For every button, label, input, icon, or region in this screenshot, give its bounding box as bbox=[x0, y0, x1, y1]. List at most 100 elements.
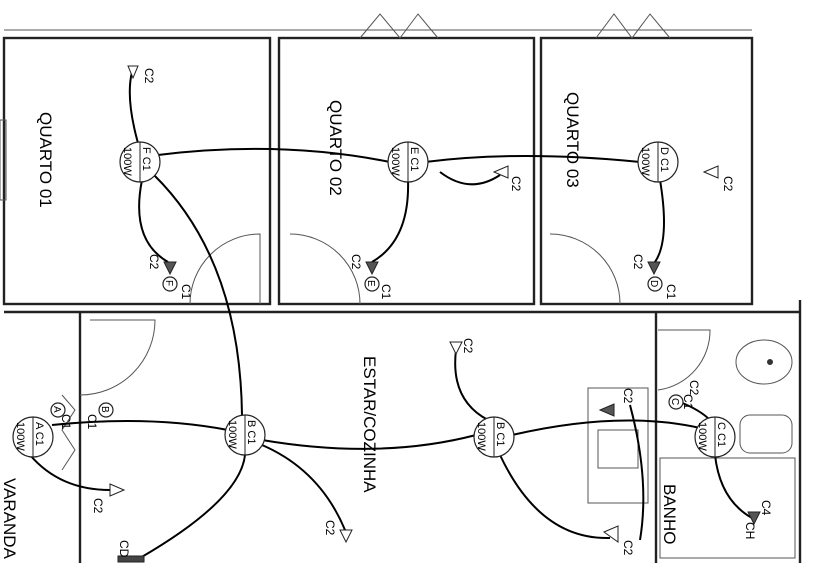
wire bbox=[29, 454, 111, 491]
door-banho bbox=[657, 329, 711, 391]
wire bbox=[261, 434, 477, 450]
outlet-marker bbox=[109, 483, 126, 497]
room-label-banho: BANHO bbox=[660, 484, 679, 544]
circuit-label: C2 bbox=[91, 498, 105, 514]
lamp-power: 100W bbox=[696, 422, 708, 451]
wire bbox=[439, 171, 501, 186]
lamp-e: E C1 100W bbox=[387, 141, 429, 183]
wall-quarto-02 bbox=[277, 36, 536, 306]
room-label-estar-cozinha: ESTAR/COZINHA bbox=[360, 356, 379, 493]
wire bbox=[138, 179, 169, 263]
wire bbox=[153, 174, 243, 416]
switch-a: A bbox=[50, 402, 66, 418]
outlet-marker bbox=[647, 261, 661, 276]
circuit-label: C4 bbox=[759, 500, 773, 516]
switch-label: A bbox=[51, 406, 62, 413]
outlet-marker bbox=[127, 65, 139, 80]
lamp-label: C C1 bbox=[715, 422, 727, 447]
doors bbox=[79, 233, 711, 396]
circuit-label: C1 bbox=[85, 414, 99, 430]
circuit-label: C2 bbox=[721, 176, 735, 192]
door-quarto-03 bbox=[549, 233, 621, 305]
window-varanda bbox=[61, 394, 76, 471]
outlet-marker bbox=[339, 529, 353, 544]
lamp-f: F C1 100W bbox=[119, 141, 161, 183]
lamp-b-cozinha: B C1 100W bbox=[473, 416, 515, 458]
circuit-label: C1 bbox=[59, 414, 73, 430]
room-label-quarto-01: QUARTO 01 bbox=[36, 112, 55, 208]
lamp-label: D C1 bbox=[658, 147, 670, 172]
outlet-marker bbox=[747, 511, 761, 526]
lamp-power: 100W bbox=[14, 422, 26, 451]
door-quarto-01 bbox=[189, 233, 261, 305]
wall-quarto-03 bbox=[539, 36, 754, 306]
wire bbox=[371, 179, 410, 263]
bathroom-fixtures bbox=[587, 339, 796, 559]
switch-d: D bbox=[647, 276, 663, 292]
sink-icon bbox=[735, 339, 793, 385]
switch-f: F bbox=[162, 276, 178, 292]
panel-cd bbox=[117, 555, 145, 563]
outlet-marker bbox=[365, 261, 379, 276]
outlet-marker bbox=[602, 525, 619, 543]
lamp-label: E C1 bbox=[408, 147, 420, 171]
circuit-label: C2 bbox=[349, 254, 363, 270]
kitchen-sink-icon bbox=[597, 429, 639, 469]
door-quarto-02 bbox=[289, 233, 361, 305]
wire bbox=[139, 454, 246, 559]
circuit-label: C2 bbox=[631, 254, 645, 270]
lamp-label: B C1 bbox=[245, 420, 257, 444]
room-label-varanda: VARANDA bbox=[0, 478, 19, 560]
kitchen-counter bbox=[587, 387, 649, 504]
wire bbox=[424, 155, 641, 163]
switch-label: E bbox=[365, 280, 376, 287]
wire bbox=[128, 71, 141, 151]
switch-label: C bbox=[669, 398, 680, 405]
lamps: F C1 100W E C1 100W D C1 100W B C1 100W … bbox=[12, 141, 736, 458]
room-label-quarto-03: QUARTO 03 bbox=[563, 92, 582, 188]
circuit-label: CD bbox=[117, 540, 131, 558]
wiring bbox=[29, 71, 753, 559]
outlet-marker bbox=[449, 341, 463, 356]
switch-circle bbox=[98, 402, 114, 418]
circuit-label: C2 bbox=[621, 388, 635, 404]
windows bbox=[0, 13, 671, 471]
circuit-label: C1 bbox=[179, 284, 193, 300]
wall-quarto-01 bbox=[2, 36, 272, 306]
outlet-marker bbox=[598, 403, 615, 417]
lamp-c: C C1 100W bbox=[694, 416, 736, 458]
wire bbox=[629, 404, 645, 541]
wire bbox=[511, 419, 701, 436]
wire bbox=[714, 454, 753, 519]
window-quarto-03 bbox=[595, 13, 671, 39]
sink-drain bbox=[767, 359, 773, 365]
switch-label: D bbox=[648, 280, 659, 287]
lamp-power: 100W bbox=[226, 420, 238, 449]
switches: F E D A B C bbox=[50, 276, 684, 418]
outlet-marker bbox=[163, 261, 177, 276]
outlet-marker bbox=[702, 165, 719, 179]
circuit-label: C2 bbox=[147, 254, 161, 270]
wire bbox=[499, 454, 611, 540]
switch-circle bbox=[50, 402, 66, 418]
circuit-labels: C2 C2 C2 C2 C2 C2 C1 C1 C1 C2 C1 C1 C2 C… bbox=[59, 68, 773, 558]
lamp-label: A C1 bbox=[33, 422, 45, 446]
door-varanda bbox=[79, 319, 156, 396]
window-quarto-01 bbox=[0, 119, 7, 201]
switch-circle bbox=[364, 276, 380, 292]
switch-b: B bbox=[98, 402, 114, 418]
toilet-icon bbox=[739, 414, 793, 454]
circuit-label: C2 bbox=[509, 176, 523, 192]
switch-label: B bbox=[99, 406, 110, 413]
wire bbox=[261, 444, 346, 531]
outlet-markers bbox=[109, 65, 761, 563]
circuit-label: C1 bbox=[681, 394, 695, 410]
room-label-quarto-02: QUARTO 02 bbox=[326, 100, 345, 196]
circuit-label: C2 bbox=[323, 520, 337, 536]
wire bbox=[157, 147, 391, 163]
switch-c: C bbox=[668, 394, 684, 410]
lamp-a: A C1 100W bbox=[12, 416, 54, 458]
lamp-power: 100W bbox=[389, 147, 401, 176]
window-quarto-02 bbox=[359, 13, 439, 39]
